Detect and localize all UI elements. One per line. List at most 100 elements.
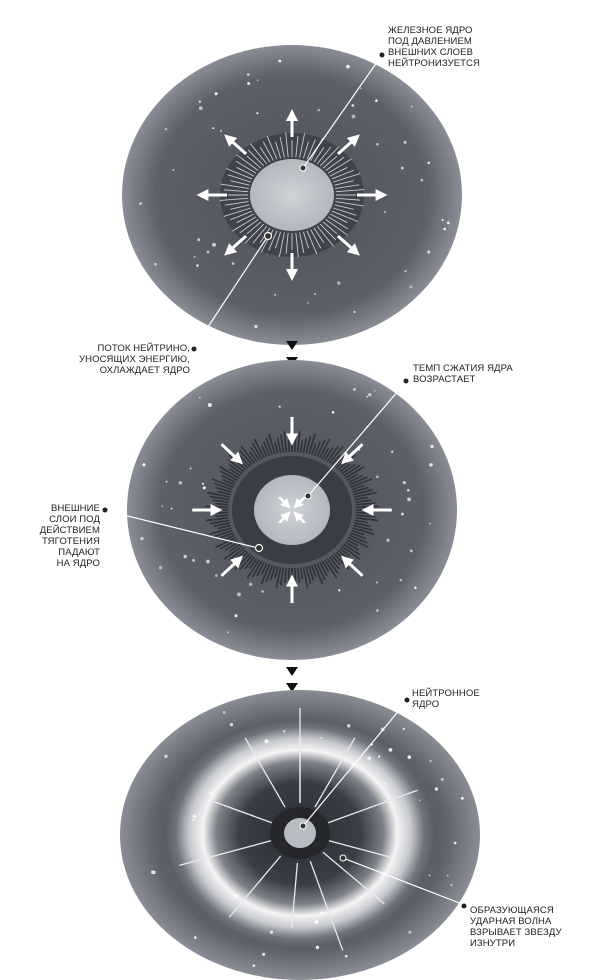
particle bbox=[230, 723, 233, 726]
particle bbox=[429, 523, 431, 525]
infall-fringe-line bbox=[215, 515, 228, 516]
infall-fringe-line bbox=[215, 504, 228, 505]
particle bbox=[194, 936, 197, 939]
particle bbox=[421, 179, 424, 182]
particle bbox=[249, 583, 252, 586]
leader-marker-compression bbox=[305, 493, 311, 499]
particle bbox=[152, 871, 155, 874]
infall-fringe-line bbox=[205, 506, 228, 507]
particle bbox=[318, 109, 321, 112]
particle bbox=[265, 739, 269, 743]
particle bbox=[208, 403, 212, 407]
infall-fringe-line bbox=[356, 506, 379, 507]
particle bbox=[354, 311, 356, 313]
particle bbox=[252, 964, 255, 967]
particle bbox=[227, 631, 229, 633]
particle bbox=[419, 800, 421, 802]
stage3-neutron-core bbox=[284, 818, 316, 848]
leader-dot-neutron bbox=[405, 698, 410, 703]
particle bbox=[234, 895, 237, 898]
particle bbox=[404, 270, 406, 272]
particle bbox=[314, 920, 318, 924]
particle bbox=[358, 448, 361, 451]
particle bbox=[199, 397, 201, 399]
particle bbox=[378, 755, 380, 757]
label-outer-layers: ВНЕШНИЕ СЛОИ ПОД ДЕЙСТВИЕМ ТЯГОТЕНИЯ ПАД… bbox=[10, 503, 100, 569]
leader-dot-outer bbox=[103, 508, 108, 513]
particle bbox=[386, 539, 389, 542]
particle bbox=[212, 127, 214, 129]
particle bbox=[376, 582, 378, 584]
particle bbox=[212, 243, 216, 247]
leader-dot-core bbox=[380, 53, 385, 58]
particle bbox=[429, 760, 431, 762]
leader-marker-neutrino bbox=[265, 233, 272, 240]
particle bbox=[401, 167, 404, 170]
particle bbox=[346, 65, 350, 69]
particle bbox=[441, 778, 444, 781]
particle bbox=[430, 445, 433, 448]
infall-fringe-line bbox=[289, 440, 290, 452]
particle bbox=[199, 101, 201, 103]
particle bbox=[407, 489, 410, 492]
particle bbox=[384, 783, 386, 785]
particle bbox=[401, 513, 404, 516]
particle bbox=[165, 128, 168, 131]
particle bbox=[206, 560, 210, 564]
particle bbox=[209, 792, 212, 795]
particle bbox=[320, 737, 322, 739]
particle bbox=[139, 202, 142, 205]
particle bbox=[347, 724, 350, 727]
particle bbox=[427, 161, 430, 164]
particle bbox=[307, 302, 309, 304]
stage3-star bbox=[120, 690, 480, 980]
transition-arrows-2 bbox=[286, 667, 298, 692]
particle bbox=[247, 73, 250, 76]
particle bbox=[435, 787, 438, 790]
particle bbox=[202, 483, 204, 485]
particle bbox=[215, 92, 218, 95]
stage1-iron-core bbox=[250, 159, 334, 231]
particle bbox=[232, 262, 235, 265]
particle bbox=[404, 141, 407, 144]
particle bbox=[197, 238, 200, 241]
particle bbox=[352, 104, 355, 107]
particle bbox=[159, 566, 162, 569]
particle bbox=[389, 748, 393, 752]
particle bbox=[196, 264, 199, 267]
particle bbox=[351, 115, 355, 119]
particle bbox=[411, 106, 413, 108]
particle bbox=[256, 907, 258, 909]
particle bbox=[274, 294, 276, 296]
particle bbox=[215, 574, 218, 577]
particle bbox=[194, 256, 196, 258]
particle bbox=[403, 728, 405, 730]
particle bbox=[414, 587, 416, 589]
particle bbox=[441, 219, 443, 221]
particle bbox=[454, 842, 457, 845]
infall-fringe-line bbox=[212, 513, 228, 514]
particle bbox=[366, 396, 368, 398]
particle bbox=[403, 481, 406, 484]
particle bbox=[367, 756, 371, 760]
particle bbox=[353, 388, 356, 391]
particle bbox=[407, 498, 411, 502]
particle bbox=[166, 481, 168, 483]
stage2-core bbox=[254, 475, 330, 545]
particle bbox=[408, 755, 412, 759]
particle bbox=[384, 211, 386, 213]
particle bbox=[376, 143, 378, 145]
particle bbox=[332, 411, 335, 414]
particle bbox=[376, 476, 379, 479]
particle bbox=[171, 508, 173, 510]
particle bbox=[338, 589, 340, 591]
particle bbox=[172, 169, 174, 171]
particle bbox=[320, 912, 324, 916]
stage1-star bbox=[122, 45, 462, 352]
particle bbox=[270, 931, 273, 934]
label-shock-wave: ОБРАЗУЮЩАЯСЯ УДАРНАЯ ВОЛНА ВЗРЫВАЕТ ЗВЕЗ… bbox=[470, 905, 562, 949]
particle bbox=[399, 579, 402, 582]
label-neutron-core: НЕЙТРОННОЕ ЯДРО bbox=[412, 688, 480, 710]
particle bbox=[279, 406, 281, 408]
